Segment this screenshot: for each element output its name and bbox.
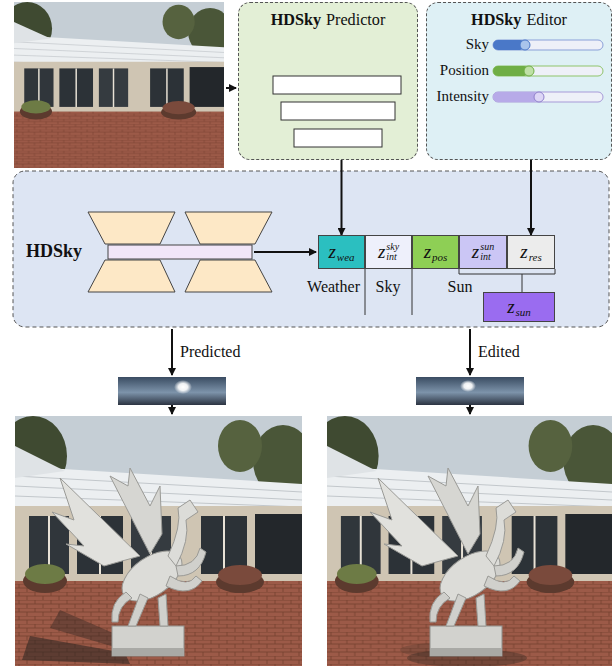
flow-arrow <box>341 160 343 235</box>
title-row: HDSky Predictor <box>239 11 417 30</box>
subscript: res <box>529 251 542 263</box>
subscript: int <box>386 252 399 262</box>
latent-cell: zsunint <box>459 235 507 269</box>
latent-z: z <box>507 296 514 318</box>
render-arrow <box>171 405 173 414</box>
predicted-render <box>0 416 313 666</box>
predicted-envmap <box>118 377 226 405</box>
group-label: Sun <box>448 278 473 296</box>
latent-z: z <box>424 241 431 263</box>
input-arrow <box>226 87 236 89</box>
superscript: sun <box>480 242 494 252</box>
latent-z: z <box>328 241 335 263</box>
group-label: Weather <box>307 278 360 296</box>
title-bold: HDSky <box>471 11 521 29</box>
latent-z: z <box>520 241 527 263</box>
latent-cell: zsun <box>483 292 555 322</box>
latent-z: z <box>378 241 385 263</box>
module-name: HDSky <box>26 241 82 262</box>
latent-cell: zwea <box>318 235 365 269</box>
edited-render <box>311 416 616 666</box>
input-photo <box>2 2 232 168</box>
render-arrow <box>469 405 471 414</box>
arrow-label: Edited <box>478 343 520 361</box>
edited-envmap <box>416 377 524 405</box>
title-word: Editor <box>526 11 566 29</box>
latent-cell: zskyint <box>365 235 412 269</box>
slider-label: Position <box>440 62 489 79</box>
latent-cell: zres <box>507 235 555 269</box>
title-row: HDSky Editor <box>427 11 611 30</box>
title-word: Predictor <box>326 11 385 29</box>
edited-arrow <box>469 329 471 375</box>
latent-symbol: zsunint <box>472 241 494 263</box>
subscript: int <box>480 252 494 262</box>
predictor-box: HDSky Predictor <box>238 2 418 160</box>
hdsky-module-box: HDSkyzweazskyintzposzsunintzreszsunWeath… <box>12 170 610 328</box>
predicted-arrow <box>171 329 173 375</box>
subscript: sun <box>516 306 531 318</box>
superscript: sky <box>386 242 399 252</box>
group-label: Sky <box>376 278 401 296</box>
arrow-label: Predicted <box>180 343 240 361</box>
latent-symbol: zres <box>520 241 541 263</box>
flow-arrow <box>530 160 532 235</box>
latent-cell: zpos <box>412 235 459 269</box>
latent-symbol: zpos <box>424 241 448 263</box>
title-bold: HDSky <box>271 11 321 29</box>
latent-z: z <box>472 241 479 263</box>
subscript: wea <box>337 251 355 263</box>
subscript: pos <box>432 251 447 263</box>
slider-label: Sky <box>466 36 489 53</box>
editor-box: HDSky EditorSkyPositionIntensity <box>426 2 612 160</box>
latent-symbol: zskyint <box>378 241 399 263</box>
latent-symbol: zsun <box>507 296 531 318</box>
latent-symbol: zwea <box>328 241 354 263</box>
script-stack: sunint <box>480 242 494 262</box>
script-stack: skyint <box>386 242 399 262</box>
slider-label: Intensity <box>437 88 490 105</box>
